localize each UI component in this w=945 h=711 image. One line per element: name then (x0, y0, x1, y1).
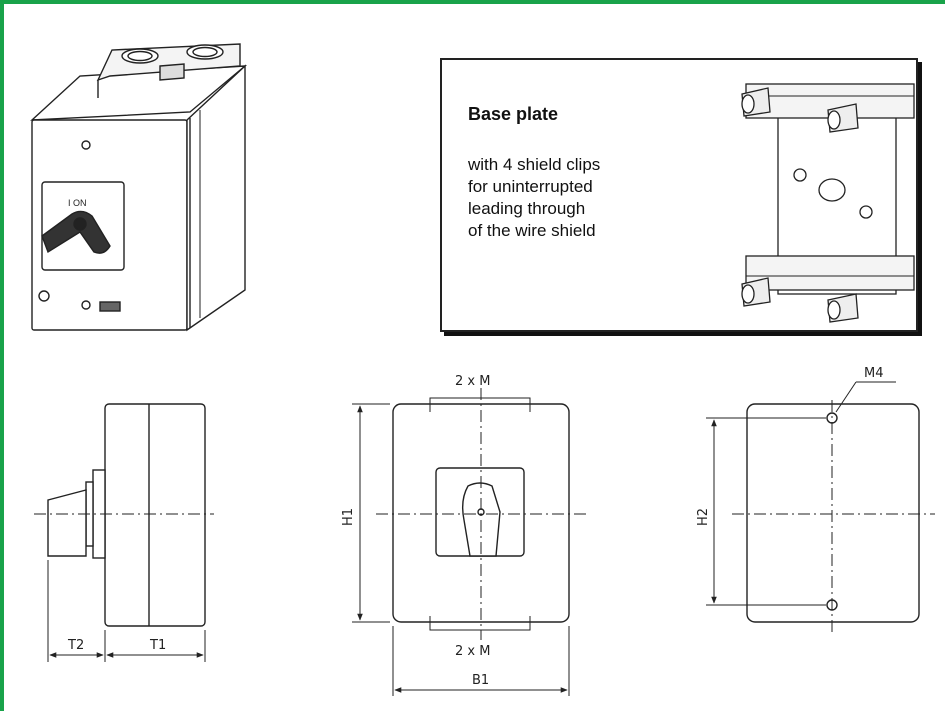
back-view (706, 381, 935, 632)
dim-2xm-top-label: 2 x M (455, 374, 490, 389)
description-line: leading through (468, 199, 586, 218)
front-view (352, 388, 588, 696)
dim-t1-label: T1 (149, 638, 166, 653)
description-line: with 4 shield clips (468, 155, 601, 174)
screw-icon (81, 300, 91, 310)
enclosure-side-face (186, 64, 246, 332)
enclosure-illustration (30, 43, 248, 332)
dim-b1-label: B1 (472, 673, 489, 688)
base-plate-description: with 4 shield clips for uninterrupted le… (468, 154, 600, 242)
base-plate-title: Base plate (468, 104, 559, 124)
description-line: of the wire shield (468, 221, 596, 240)
manufacturer-plate (99, 301, 121, 312)
dim-h2-label: H2 (696, 508, 711, 526)
back-view-body (746, 403, 920, 623)
dim-t2-label: T2 (67, 638, 84, 653)
switch-on-label: I ON (68, 198, 87, 208)
screw-icon (81, 140, 91, 150)
rotary-handle-icon (41, 210, 111, 254)
ground-label-icon (38, 290, 50, 302)
base-plate-panel: Base plate with 4 shield clips for unint… (440, 58, 918, 332)
dim-m4-label: M4 (864, 366, 884, 381)
side-view-body (104, 403, 206, 627)
description-line: for uninterrupted (468, 177, 593, 196)
side-view-handle (47, 489, 87, 557)
side-view (34, 403, 214, 662)
dim-2xm-bottom-label: 2 x M (455, 644, 490, 659)
front-view-handle (461, 482, 501, 557)
dim-h1-label: H1 (341, 508, 356, 526)
